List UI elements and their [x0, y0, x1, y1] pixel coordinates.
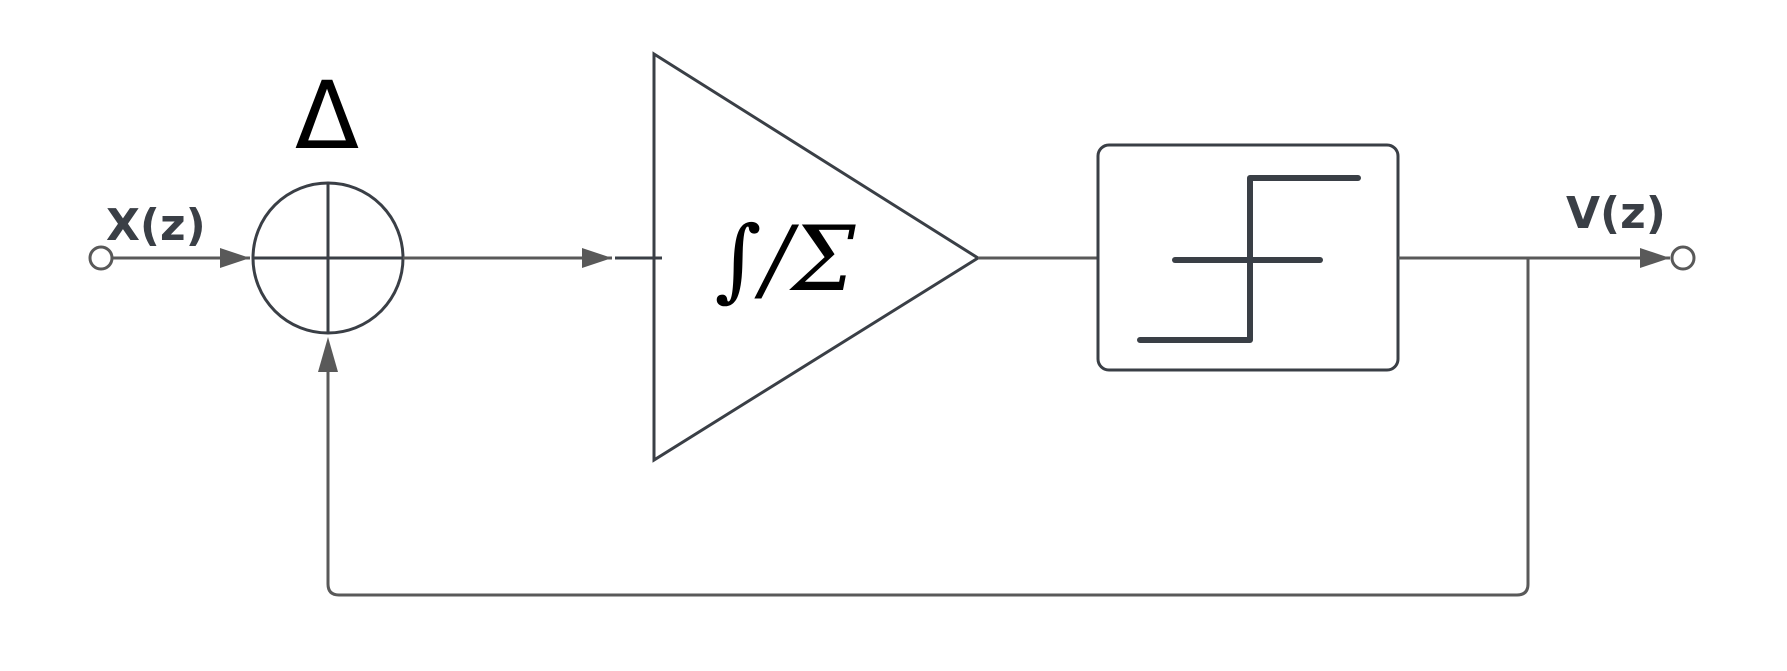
output-terminal: [1670, 245, 1696, 271]
integrator-symbol: ∫/Σ: [715, 207, 856, 312]
input-label: X(z): [106, 200, 206, 251]
quantizer-step-icon: [1137, 175, 1361, 343]
feedback-arrow: [318, 337, 338, 372]
integrator-block: [652, 51, 981, 463]
delta-symbol: Δ: [295, 62, 359, 171]
feedback-wire: [326, 258, 1530, 597]
output-label: V(z): [1566, 188, 1666, 239]
